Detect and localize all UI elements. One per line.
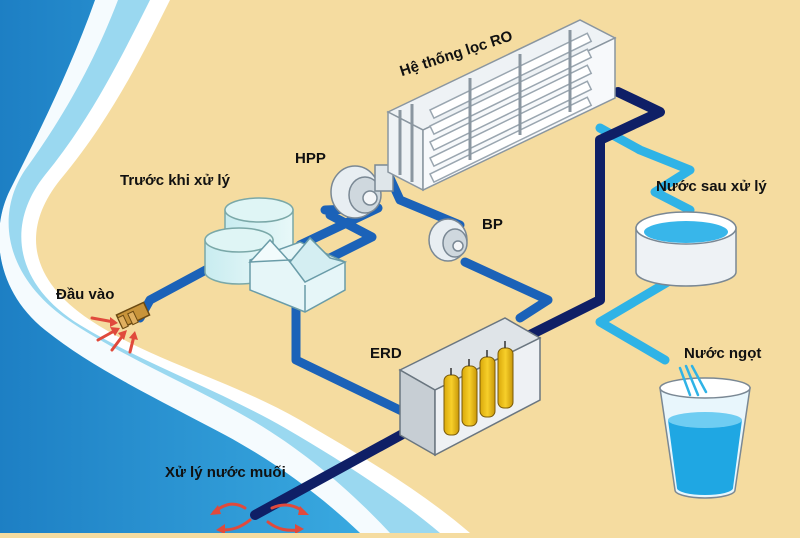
pipe-feed-bp-to-erd: [460, 257, 553, 323]
label-inlet: Đầu vào: [56, 286, 115, 303]
pipe-brine-ro-to-erd: [515, 87, 665, 345]
label-brine-discharge: Xử lý nước muối: [165, 464, 286, 481]
inlet-flow-arrows: [90, 316, 138, 354]
pipe-fresh-ro-to-tank: [595, 123, 695, 215]
pipe-brine-erd-to-sea: [250, 425, 415, 520]
label-hpp: HPP: [295, 150, 326, 167]
ro-system-rack: [386, 19, 617, 192]
sea-deep: [0, 0, 360, 533]
bp-pump: [428, 218, 468, 262]
product-water-tank: [635, 211, 737, 287]
label-bp: BP: [482, 216, 503, 233]
label-fresh-water: Nước ngọt: [684, 345, 762, 362]
erd-unit: [398, 317, 542, 457]
inlet-structure: [115, 301, 151, 330]
label-treated-water: Nước sau xử lý: [656, 178, 767, 195]
pipe-fresh-tank-to-glass: [595, 265, 693, 365]
label-erd: ERD: [370, 345, 402, 362]
label-pretreatment: Trước khi xử lý: [120, 172, 230, 189]
fresh-water-glass: [659, 364, 751, 499]
pipe-network: [135, 87, 695, 520]
hpp-pump: [330, 164, 394, 219]
brine-flow-arrows: [210, 502, 309, 534]
pretreatment-building: [248, 236, 348, 313]
